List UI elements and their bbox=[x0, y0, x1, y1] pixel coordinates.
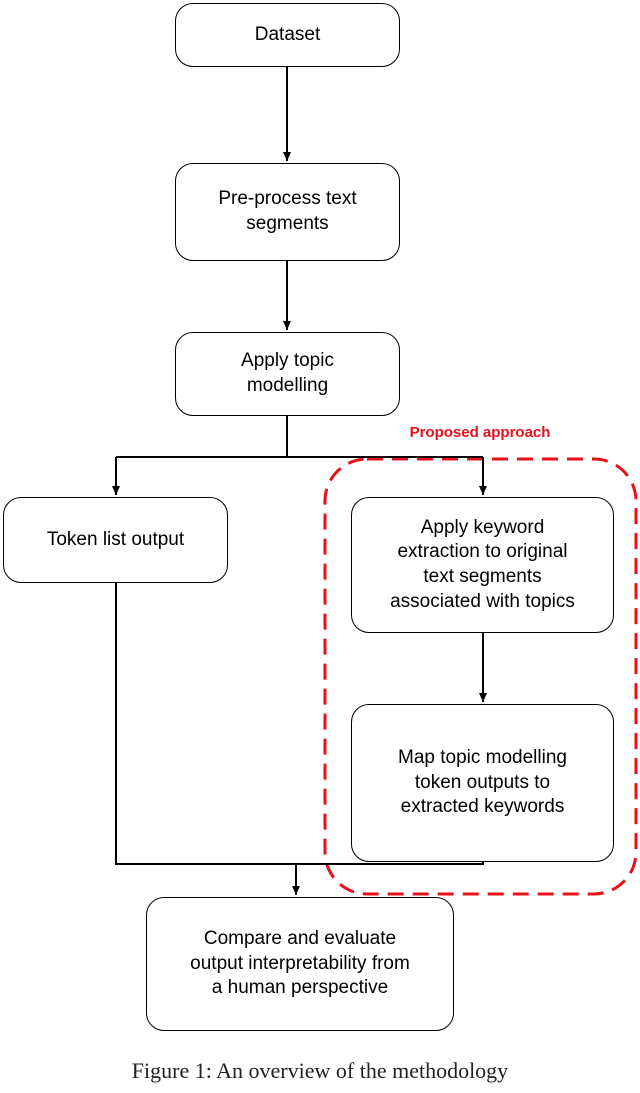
dataset-node: Dataset bbox=[175, 3, 400, 67]
connector-token-list-to-merge bbox=[115, 583, 296, 865]
proposed-approach-region bbox=[323, 457, 638, 896]
topic-modelling-node: Apply topic modelling bbox=[175, 332, 400, 416]
map-tokens-node: Map topic modelling token outputs to ext… bbox=[351, 704, 614, 862]
preprocess-node: Pre-process text segments bbox=[175, 163, 400, 261]
compare-node: Compare and evaluate output interpretabi… bbox=[146, 897, 454, 1031]
token-list-node: Token list output bbox=[3, 497, 228, 583]
figure-caption: Figure 1: An overview of the methodology bbox=[131, 1058, 509, 1083]
proposed-approach-label: Proposed approach bbox=[409, 424, 551, 441]
connector-map-tokens-to-merge bbox=[296, 862, 484, 865]
keyword-extraction-node: Apply keyword extraction to original tex… bbox=[351, 497, 614, 633]
